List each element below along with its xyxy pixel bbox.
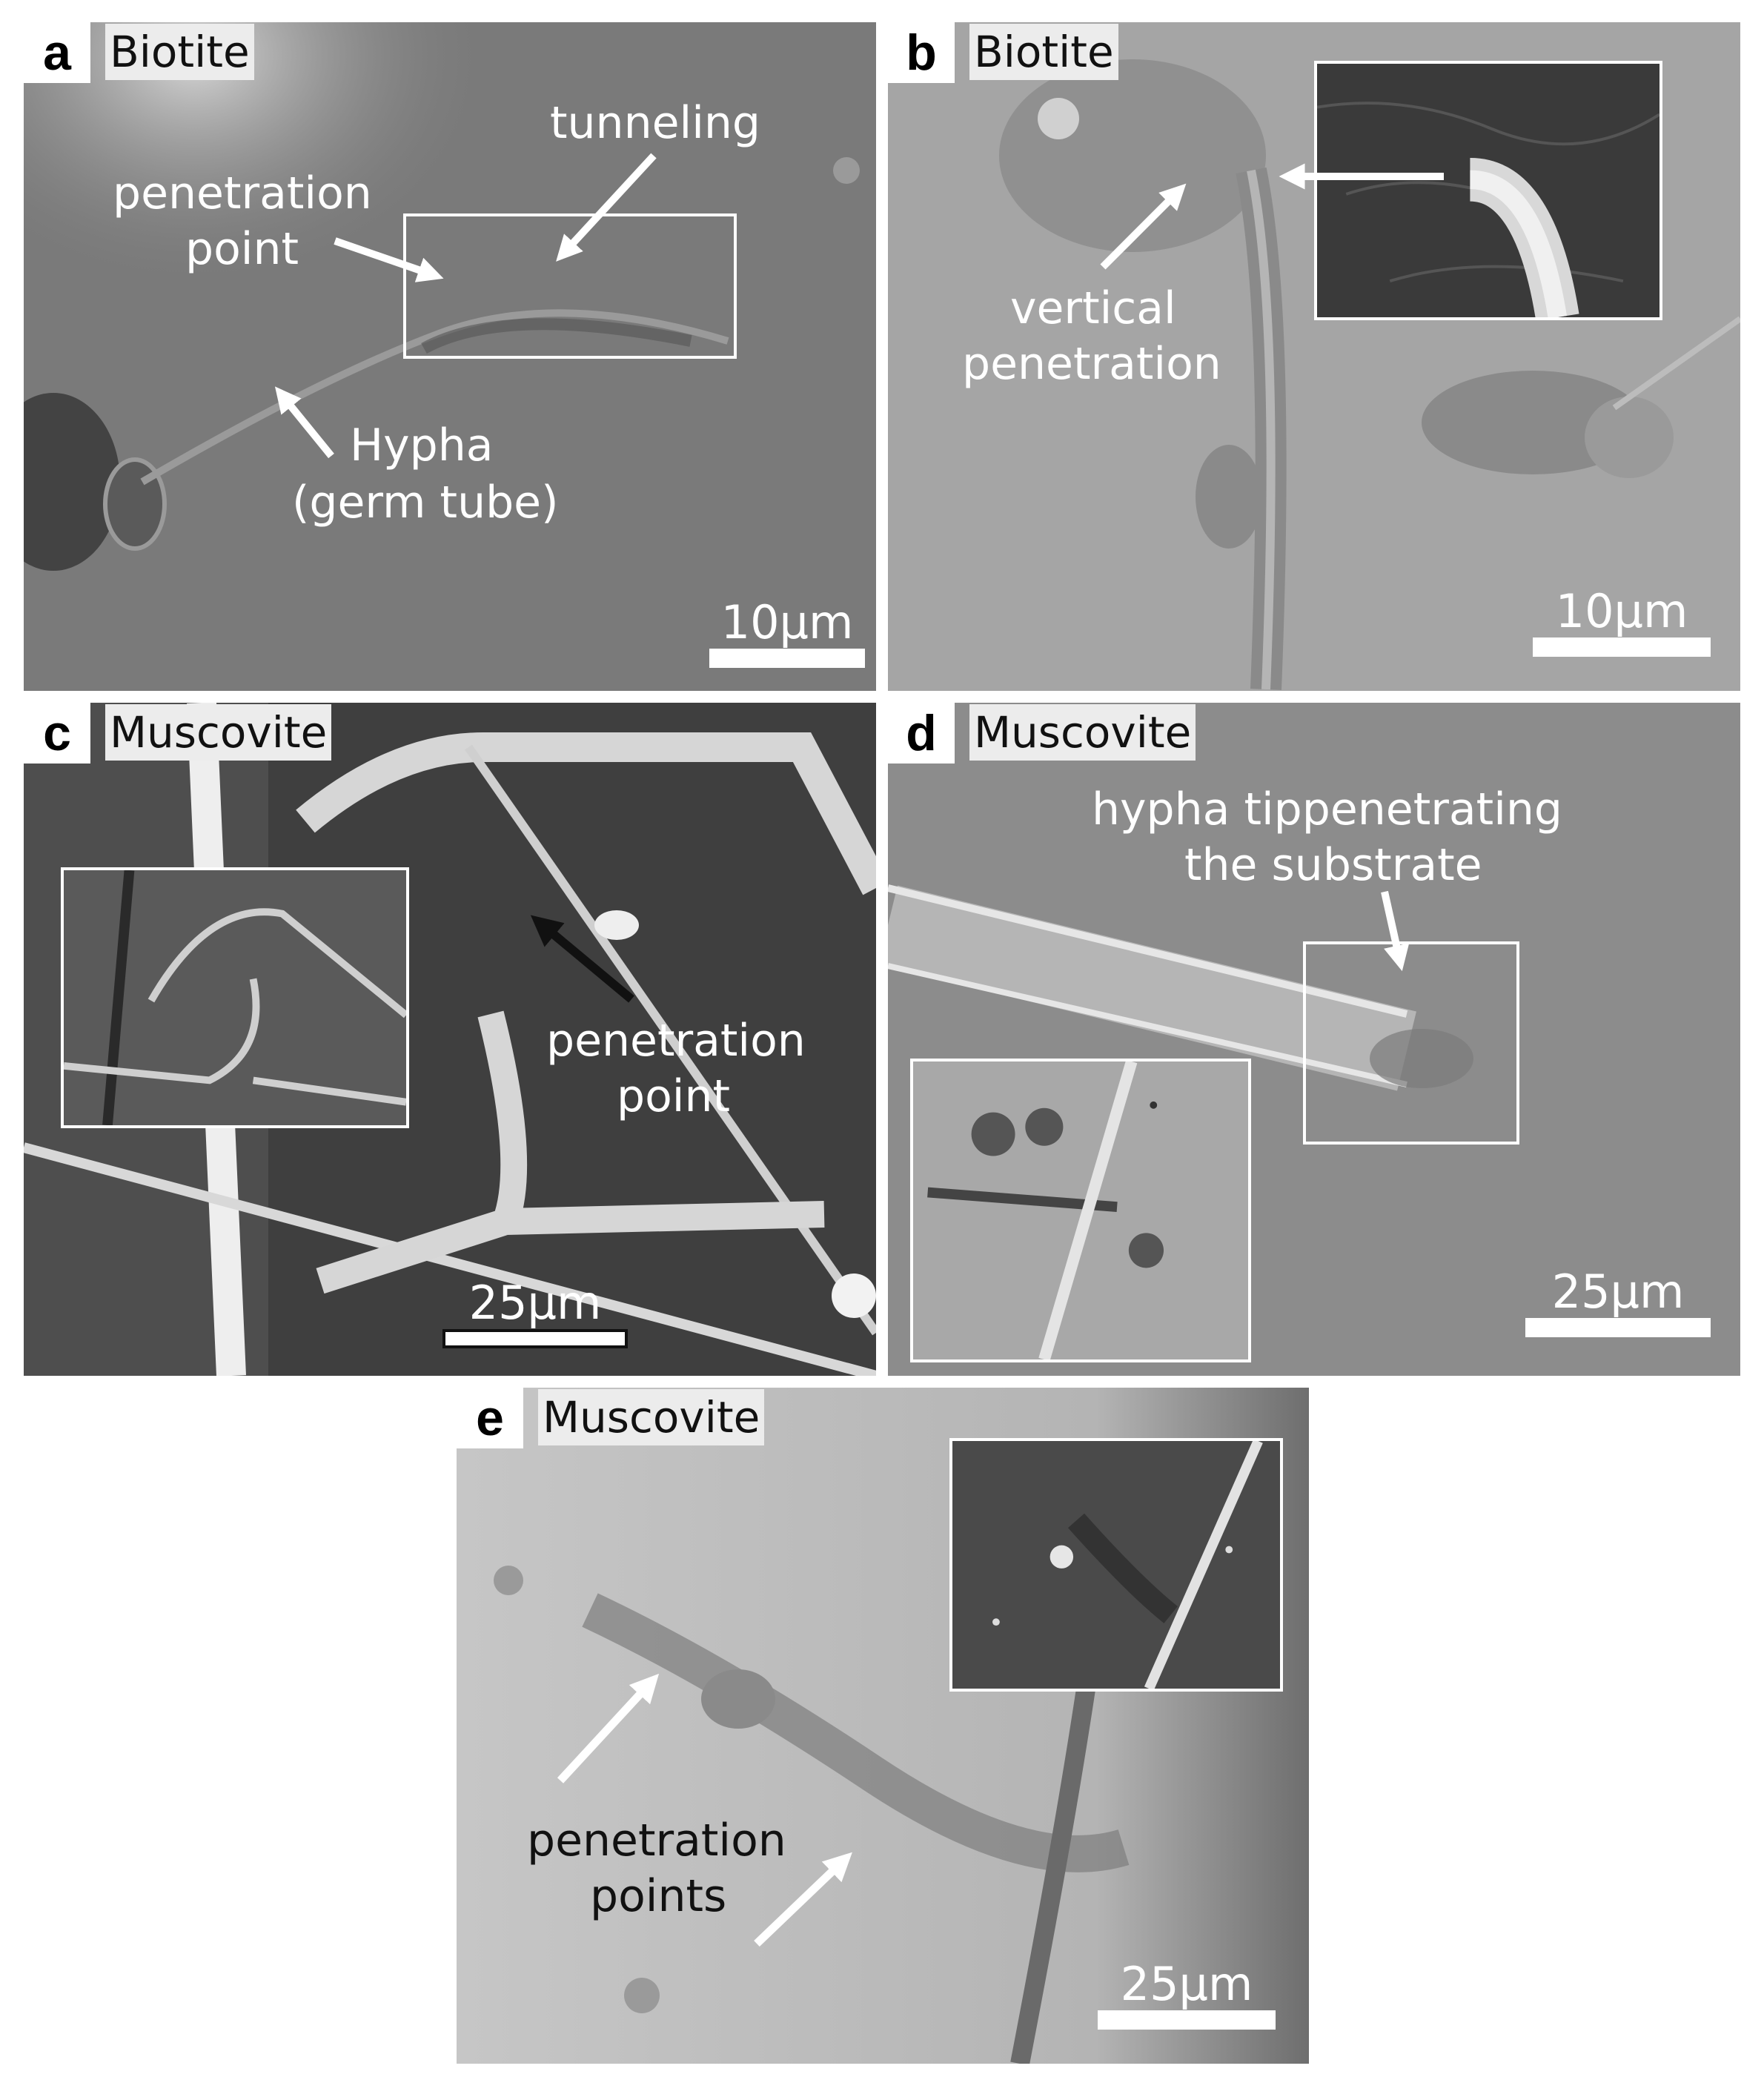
inset-sem-image (952, 1441, 1280, 1689)
label-points-line2: points (590, 1870, 727, 1922)
inset-sem-image (913, 1061, 1248, 1359)
mineral-label: Biotite (969, 24, 1118, 80)
highlight-box (1303, 941, 1519, 1145)
panel-c: c Muscovite penetration point 25μm (24, 703, 876, 1376)
panel-letter: c (24, 703, 90, 764)
label-penetration-point-line2: point (185, 223, 299, 275)
panel-letter: e (457, 1388, 523, 1448)
scale-bar: 10μm (706, 597, 869, 668)
panel-b: b Biotite vertical penetration 10μm (888, 22, 1740, 691)
scale-bar-line (709, 649, 865, 668)
label-vertical-line2: penetration (962, 338, 1221, 390)
mineral-label: Biotite (105, 24, 254, 80)
inset-image (61, 867, 409, 1128)
panel-d: d Muscovite hypha tippenetrating the sub… (888, 703, 1740, 1376)
panel-letter: a (24, 22, 90, 83)
scale-bar-line (1533, 637, 1711, 657)
inset-image (949, 1438, 1283, 1692)
inset-image (910, 1059, 1251, 1362)
scale-bar-label: 10μm (1555, 584, 1688, 638)
panel-letter: d (888, 703, 955, 764)
scale-bar-label: 10μm (720, 595, 854, 649)
label-hypha-tip-line1: hypha tippenetrating (1092, 784, 1562, 835)
scale-bar-label: 25μm (468, 1276, 602, 1330)
label-hypha-tip-line2: the substrate (1184, 839, 1482, 891)
scale-bar: 25μm (1518, 1266, 1718, 1337)
mineral-label: Muscovite (105, 704, 332, 761)
mineral-label: Muscovite (538, 1389, 765, 1445)
scale-bar-line (1098, 2010, 1276, 2030)
mineral-label: Muscovite (969, 704, 1196, 761)
scale-bar: 10μm (1525, 586, 1718, 657)
panel-letter: b (888, 22, 955, 83)
label-penetration-point-line1: penetration (113, 168, 372, 219)
scale-bar: 25μm (1094, 1958, 1279, 2030)
panel-e: e Muscovite penetration points 25μm (457, 1388, 1309, 2064)
label-penetration-line2: point (617, 1070, 731, 1122)
scale-bar: 25μm (439, 1277, 631, 1348)
label-penetration-line1: penetration (546, 1015, 806, 1067)
label-hypha-line2: (germ tube) (292, 477, 559, 529)
inset-sem-image (1317, 64, 1659, 317)
highlight-box (403, 213, 737, 359)
scale-bar-label: 25μm (1120, 1957, 1253, 2011)
scale-bar-line (1525, 1318, 1711, 1337)
panel-a: a Biotite tunneling penetration point Hy… (24, 22, 876, 691)
scale-bar-line (442, 1329, 628, 1348)
scale-bar-label: 25μm (1551, 1265, 1685, 1319)
inset-image (1314, 61, 1662, 320)
inset-sem-image (64, 870, 406, 1125)
label-tunneling: tunneling (550, 97, 760, 149)
label-points-line1: penetration (527, 1815, 786, 1867)
label-hypha-line1: Hypha (350, 420, 494, 471)
label-vertical-line1: vertical (1010, 282, 1176, 334)
